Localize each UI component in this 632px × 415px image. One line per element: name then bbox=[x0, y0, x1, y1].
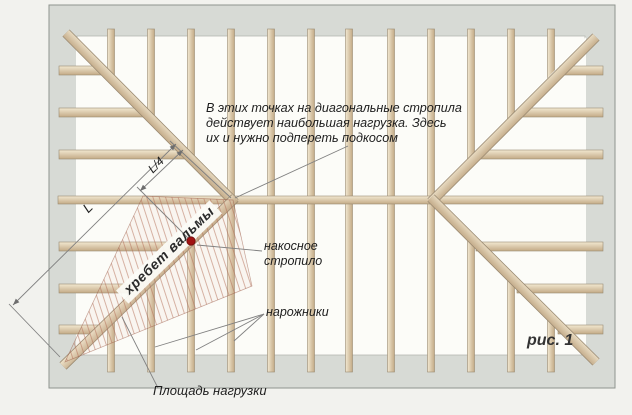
leader-jack-3 bbox=[233, 313, 265, 342]
max-load-point bbox=[186, 236, 196, 246]
hip-rafter-bottom-right bbox=[428, 195, 599, 365]
leader-jack-1 bbox=[154, 313, 265, 348]
annotation-line-2: действует наибольшая нагрузка. Здесь bbox=[206, 116, 447, 131]
dimension-lines bbox=[8, 140, 349, 389]
hip-rafter-top-right bbox=[428, 34, 599, 205]
label-jack-rafters: нарожники bbox=[266, 305, 329, 319]
figure-caption: рис. 1 bbox=[527, 332, 574, 349]
leader-load-area bbox=[121, 316, 159, 389]
right-jack-rafters bbox=[475, 65, 604, 335]
label-load-area: Площадь нагрузки bbox=[153, 383, 267, 398]
leader-diagonal-rafter bbox=[196, 244, 263, 252]
extension-corner bbox=[8, 303, 61, 358]
leader-jack-2 bbox=[195, 313, 265, 351]
leader-annotation bbox=[234, 145, 349, 199]
hip-rafter-top-left bbox=[63, 30, 238, 206]
annotation-line-1: В этих точках на диагональные стропила bbox=[206, 101, 462, 115]
annotation-line-3: их и нужно подпереть подкосом bbox=[206, 131, 398, 146]
annotation-text: В этих точках на диагональные стропила д… bbox=[206, 101, 462, 146]
label-diagonal-rafter: накосное стропило bbox=[264, 239, 323, 268]
dimension-L4 bbox=[139, 149, 184, 192]
